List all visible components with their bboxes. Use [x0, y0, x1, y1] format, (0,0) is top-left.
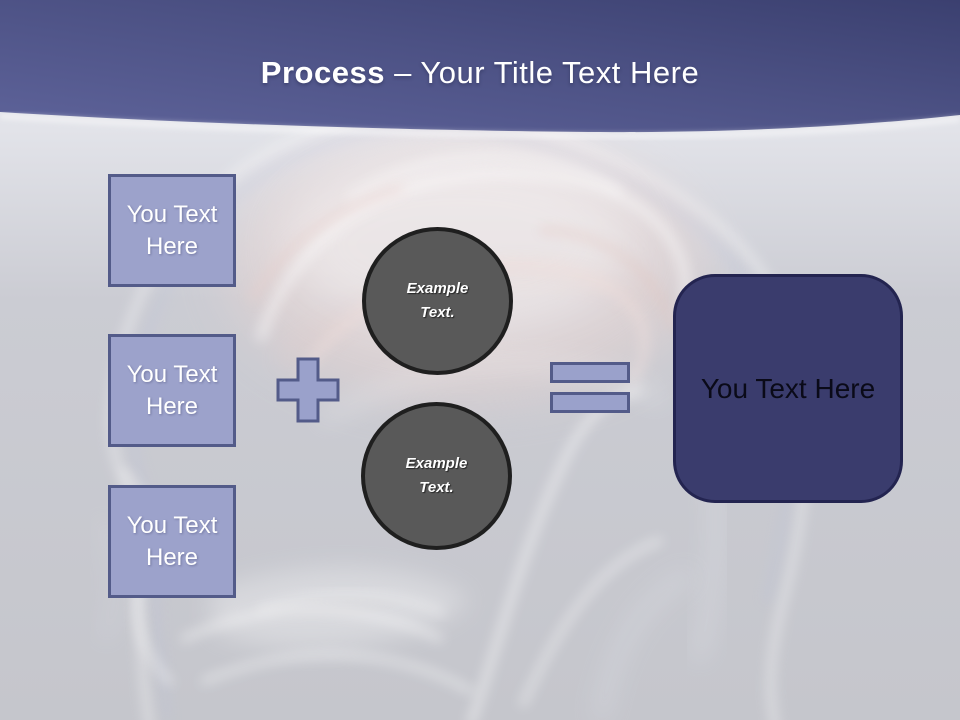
- process-box-2[interactable]: You Text Here: [108, 334, 236, 447]
- result-box-label: You Text Here: [700, 372, 876, 404]
- example-circle-1-label: Example Text.: [406, 280, 469, 321]
- equals-icon: [550, 362, 630, 383]
- title-suffix: Your Title Text Here: [420, 55, 700, 90]
- plus-icon: [276, 357, 340, 423]
- title-prefix: Process: [260, 55, 385, 90]
- result-box[interactable]: You Text Here: [673, 274, 903, 503]
- process-box-3-label: You Text Here: [126, 511, 218, 571]
- example-circle-1[interactable]: Example Text.: [362, 227, 513, 375]
- example-circle-2[interactable]: Example Text.: [361, 402, 512, 550]
- process-box-1-label: You Text Here: [126, 200, 218, 260]
- title-dash: –: [394, 55, 412, 90]
- process-box-3[interactable]: You Text Here: [108, 485, 236, 598]
- example-circle-2-label: Example Text.: [405, 455, 468, 496]
- process-box-1[interactable]: You Text Here: [108, 174, 236, 287]
- equals-icon: [550, 392, 630, 413]
- process-box-2-label: You Text Here: [126, 360, 218, 420]
- slide-title[interactable]: Process – Your Title Text Here: [0, 55, 960, 91]
